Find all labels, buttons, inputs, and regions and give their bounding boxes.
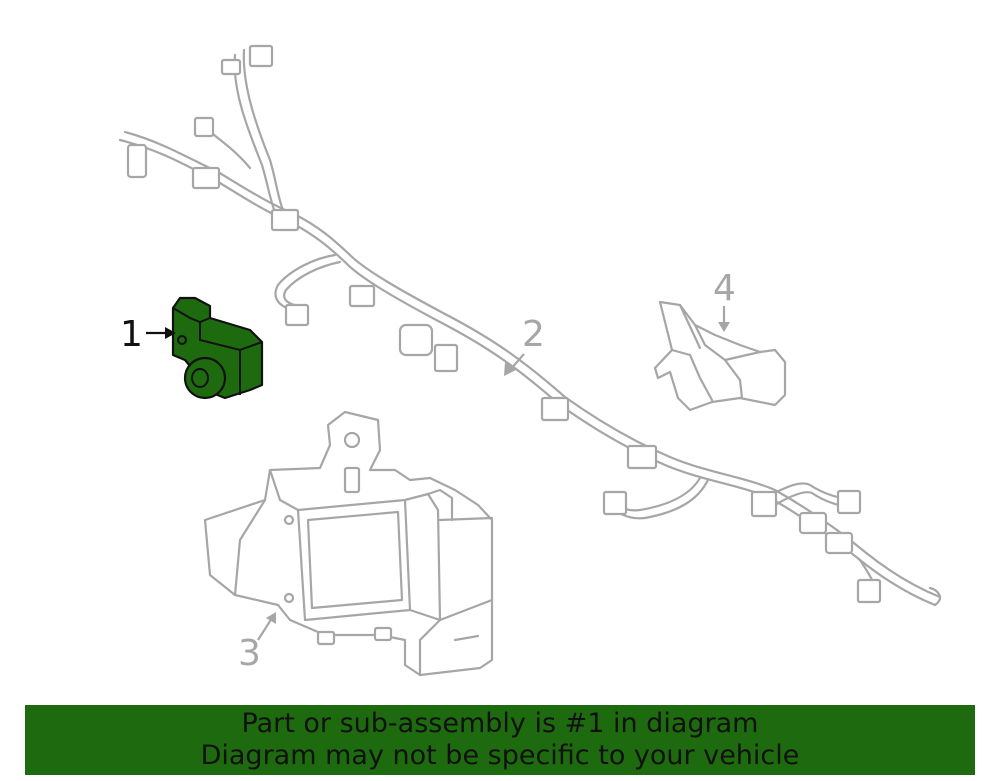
sensor-part-1 (171, 296, 264, 400)
banner-line-2: Diagram may not be specific to your vehi… (200, 740, 800, 771)
callout-1: 1 (120, 314, 176, 355)
arrow-icon (718, 322, 730, 332)
banner-line-1: Part or sub-assembly is #1 in diagram (241, 708, 759, 739)
callout-label-3: 3 (238, 633, 261, 674)
wiring-harness-part-2 (118, 44, 942, 607)
arrow-icon (504, 362, 516, 376)
arrow-icon (165, 327, 176, 339)
callout-4: 4 (713, 268, 736, 332)
info-banner: Part or sub-assembly is #1 in diagram Di… (25, 705, 975, 775)
callout-3: 3 (238, 612, 276, 674)
callout-2: 2 (504, 314, 545, 376)
callout-label-4: 4 (713, 268, 736, 309)
callout-label-2: 2 (522, 314, 545, 355)
arrow-icon (266, 612, 276, 624)
callout-label-1: 1 (120, 314, 143, 355)
control-module-part-3 (203, 410, 494, 677)
parts-diagram: 1 2 3 4 (118, 44, 942, 677)
bracket-part-4 (653, 300, 787, 412)
